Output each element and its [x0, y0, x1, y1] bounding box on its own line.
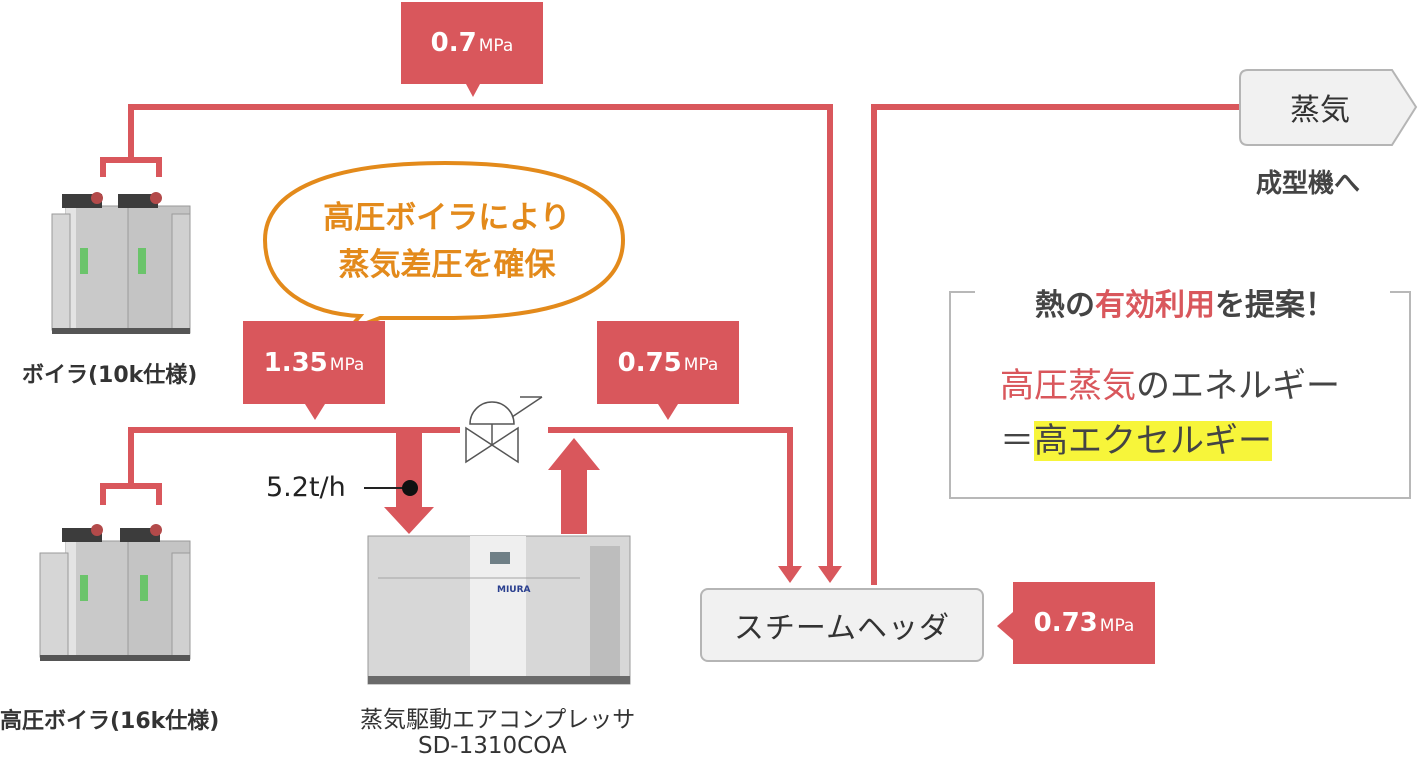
proposal-line-1-emphasis: 高圧蒸気: [1000, 366, 1136, 406]
pressure-value: 0.73: [1033, 608, 1098, 638]
control-valve-icon: [465, 396, 543, 464]
steam-tag-label: 蒸気: [1290, 93, 1350, 128]
steam-outlet-tag: [1239, 69, 1418, 146]
pressure-value: 1.35: [263, 347, 328, 378]
pressure-unit: MPa: [478, 35, 514, 56]
arrow-into-header-right: [818, 566, 842, 583]
flow-rate-label: 5.2t/h: [266, 472, 346, 503]
steam-pipes: [100, 104, 1240, 585]
speech-bubble: [262, 160, 626, 332]
pressure-unit: MPa: [683, 355, 719, 375]
bubble-text: 高圧ボイラにより 蒸気差圧を確保: [282, 195, 612, 289]
proposal-line-2-highlight: 高エクセルギー: [1034, 421, 1272, 461]
pressure-unit: MPa: [329, 355, 365, 375]
boiler-10k-image: [51, 192, 191, 334]
boiler-label: ボイラ(10k仕様): [22, 363, 198, 388]
flow-point: [402, 480, 418, 496]
compressor-label: 蒸気駆動エアコンプレッサ: [360, 707, 636, 733]
arrow-into-header-left: [778, 566, 802, 583]
compressor-image: [367, 535, 631, 685]
arrow-out-of-compressor: [548, 438, 600, 534]
proposal-title-emphasis: 有効利用: [1095, 288, 1215, 323]
proposal-line-1-rest: のエネルギー: [1136, 366, 1340, 406]
boiler-16k-image: [39, 524, 191, 661]
pipe-mid-pressure: [548, 427, 793, 570]
proposal-line-1: 高圧蒸気のエネルギー: [1000, 358, 1340, 407]
bubble-line-2: 蒸気差圧を確保: [338, 247, 556, 283]
proposal-title-pre: 熱の: [1035, 288, 1095, 323]
steam-header-label: スチームヘッダ: [733, 611, 951, 646]
bubble-line-1: 高圧ボイラにより: [323, 200, 571, 236]
pipe-steam-outlet: [871, 104, 1240, 585]
proposal-title: 熱の有効利用を提案！: [985, 280, 1385, 324]
proposal-title-post: を提案！: [1215, 288, 1335, 323]
pipe-low-pressure: [128, 104, 833, 570]
pipe-high-pressure: [128, 427, 460, 486]
proposal-line-2-prefix: ＝: [1000, 421, 1034, 461]
compressor-brand: MIURA: [497, 585, 531, 595]
high-boiler-label: 高圧ボイラ(16k仕様): [0, 709, 220, 734]
proposal-line-2: ＝高エクセルギー: [1000, 413, 1272, 462]
pressure-value: 0.7: [430, 28, 477, 58]
proposal-frame: [949, 291, 1411, 499]
to-molding-label: 成型機へ: [1256, 169, 1361, 199]
pressure-value: 0.75: [617, 347, 682, 378]
compressor-model: SD-1310COA: [418, 733, 567, 759]
steam-header-box: スチームヘッダ: [700, 588, 984, 662]
pressure-unit: MPa: [1099, 615, 1135, 636]
